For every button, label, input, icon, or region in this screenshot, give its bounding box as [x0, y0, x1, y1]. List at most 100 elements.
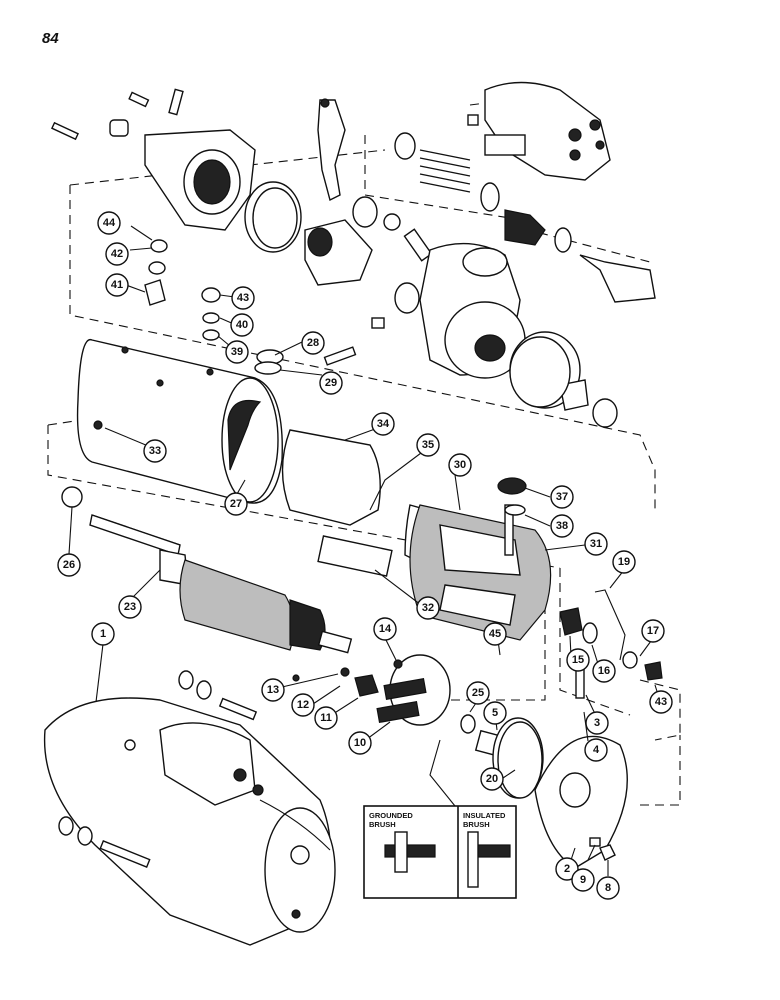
svg-text:12: 12 [297, 699, 309, 711]
svg-text:27: 27 [230, 498, 242, 510]
grounded-brush-label-2: BRUSH [369, 820, 396, 829]
plunger-spring-set [394, 132, 656, 303]
gear-housing [323, 242, 618, 428]
insulated-brush-label-1: INSULATED [463, 811, 506, 820]
terminal-hardware [317, 477, 663, 681]
callout-8: 8 [596, 876, 620, 900]
svg-text:32: 32 [422, 602, 434, 614]
solenoid [467, 81, 611, 181]
svg-text:14: 14 [379, 623, 392, 635]
callout-35: 35 [416, 433, 440, 457]
svg-text:3: 3 [594, 717, 600, 729]
field-coil [409, 504, 552, 641]
svg-text:30: 30 [454, 459, 466, 471]
callout-25: 25 [466, 681, 490, 705]
callout-17: 17 [641, 619, 665, 643]
page-number: 84 [42, 30, 59, 47]
svg-text:40: 40 [236, 319, 248, 331]
callout-10: 10 [348, 731, 372, 755]
svg-text:10: 10 [354, 737, 366, 749]
callout-9: 9 [571, 868, 595, 892]
callout-19: 19 [612, 550, 636, 574]
callout-14: 14 [373, 617, 397, 641]
callout-28: 28 [301, 331, 325, 355]
callout-12: 12 [291, 693, 315, 717]
svg-text:19: 19 [618, 556, 630, 568]
svg-text:29: 29 [325, 377, 337, 389]
svg-text:2: 2 [564, 863, 570, 875]
svg-text:16: 16 [598, 665, 610, 677]
callout-37: 37 [550, 485, 574, 509]
callout-15: 15 [566, 648, 590, 672]
svg-text:38: 38 [556, 520, 568, 532]
callout-26: 26 [57, 553, 81, 577]
end-frame-group-outline [640, 735, 681, 806]
field-frame [76, 339, 283, 504]
callout-3: 3 [585, 711, 609, 735]
svg-text:23: 23 [124, 601, 136, 613]
seals-and-washers [61, 187, 571, 799]
callout-31: 31 [584, 532, 608, 556]
svg-text:15: 15 [572, 654, 584, 666]
callout-39: 39 [225, 340, 249, 364]
svg-text:1: 1 [100, 628, 106, 640]
svg-text:25: 25 [472, 687, 484, 699]
armature [89, 514, 353, 654]
svg-text:9: 9 [580, 874, 586, 886]
callout-2: 2 [555, 857, 579, 881]
assembled-starter-motor [43, 670, 336, 946]
shift-lever [317, 98, 346, 202]
callout-13: 13 [261, 678, 285, 702]
terminal-group-outline [559, 568, 681, 741]
svg-text:37: 37 [556, 491, 568, 503]
insulated-brush-label-2: BRUSH [463, 820, 490, 829]
callout-40: 40 [230, 313, 254, 337]
callout-43-lower: 43 [649, 690, 673, 714]
callout-32: 32 [416, 596, 440, 620]
svg-text:45: 45 [489, 628, 501, 640]
callout-45: 45 [483, 622, 507, 646]
callout-29: 29 [319, 371, 343, 395]
top-left-bolts [51, 88, 184, 141]
svg-text:17: 17 [647, 625, 659, 637]
svg-text:35: 35 [422, 439, 434, 451]
svg-text:43: 43 [655, 696, 667, 708]
svg-text:31: 31 [590, 538, 602, 550]
callout-34: 34 [371, 412, 395, 436]
svg-text:13: 13 [267, 684, 279, 696]
brush-detail-inset: GROUNDED BRUSH INSULATED BRUSH [363, 739, 517, 899]
callout-41: 41 [105, 273, 129, 297]
svg-text:34: 34 [377, 418, 390, 430]
callout-27: 27 [224, 492, 248, 516]
callout-30: 30 [448, 453, 472, 477]
svg-text:33: 33 [149, 445, 161, 457]
pinion-drive [304, 196, 433, 314]
callout-43-upper: 43 [231, 286, 255, 310]
callout-1: 1 [91, 622, 115, 646]
svg-text:42: 42 [111, 248, 123, 260]
svg-text:26: 26 [63, 559, 75, 571]
svg-text:39: 39 [231, 346, 243, 358]
callout-5: 5 [483, 701, 507, 725]
svg-text:4: 4 [593, 744, 600, 756]
callout-11: 11 [314, 706, 338, 730]
svg-text:44: 44 [103, 217, 116, 229]
callout-4: 4 [584, 738, 608, 762]
callout-44: 44 [97, 211, 121, 235]
callout-42: 42 [105, 242, 129, 266]
commutator-end-frame [534, 667, 628, 869]
svg-text:8: 8 [605, 882, 611, 894]
callout-33: 33 [143, 439, 167, 463]
callout-23: 23 [118, 595, 142, 619]
callout-38: 38 [550, 514, 574, 538]
callout-16: 16 [592, 659, 616, 683]
svg-text:5: 5 [492, 707, 498, 719]
svg-text:43: 43 [237, 292, 249, 304]
svg-text:11: 11 [320, 712, 332, 724]
svg-text:41: 41 [111, 279, 123, 291]
svg-text:20: 20 [486, 773, 498, 785]
grounded-brush-label-1: GROUNDED [369, 811, 413, 820]
callout-20: 20 [480, 767, 504, 791]
svg-text:28: 28 [307, 337, 319, 349]
